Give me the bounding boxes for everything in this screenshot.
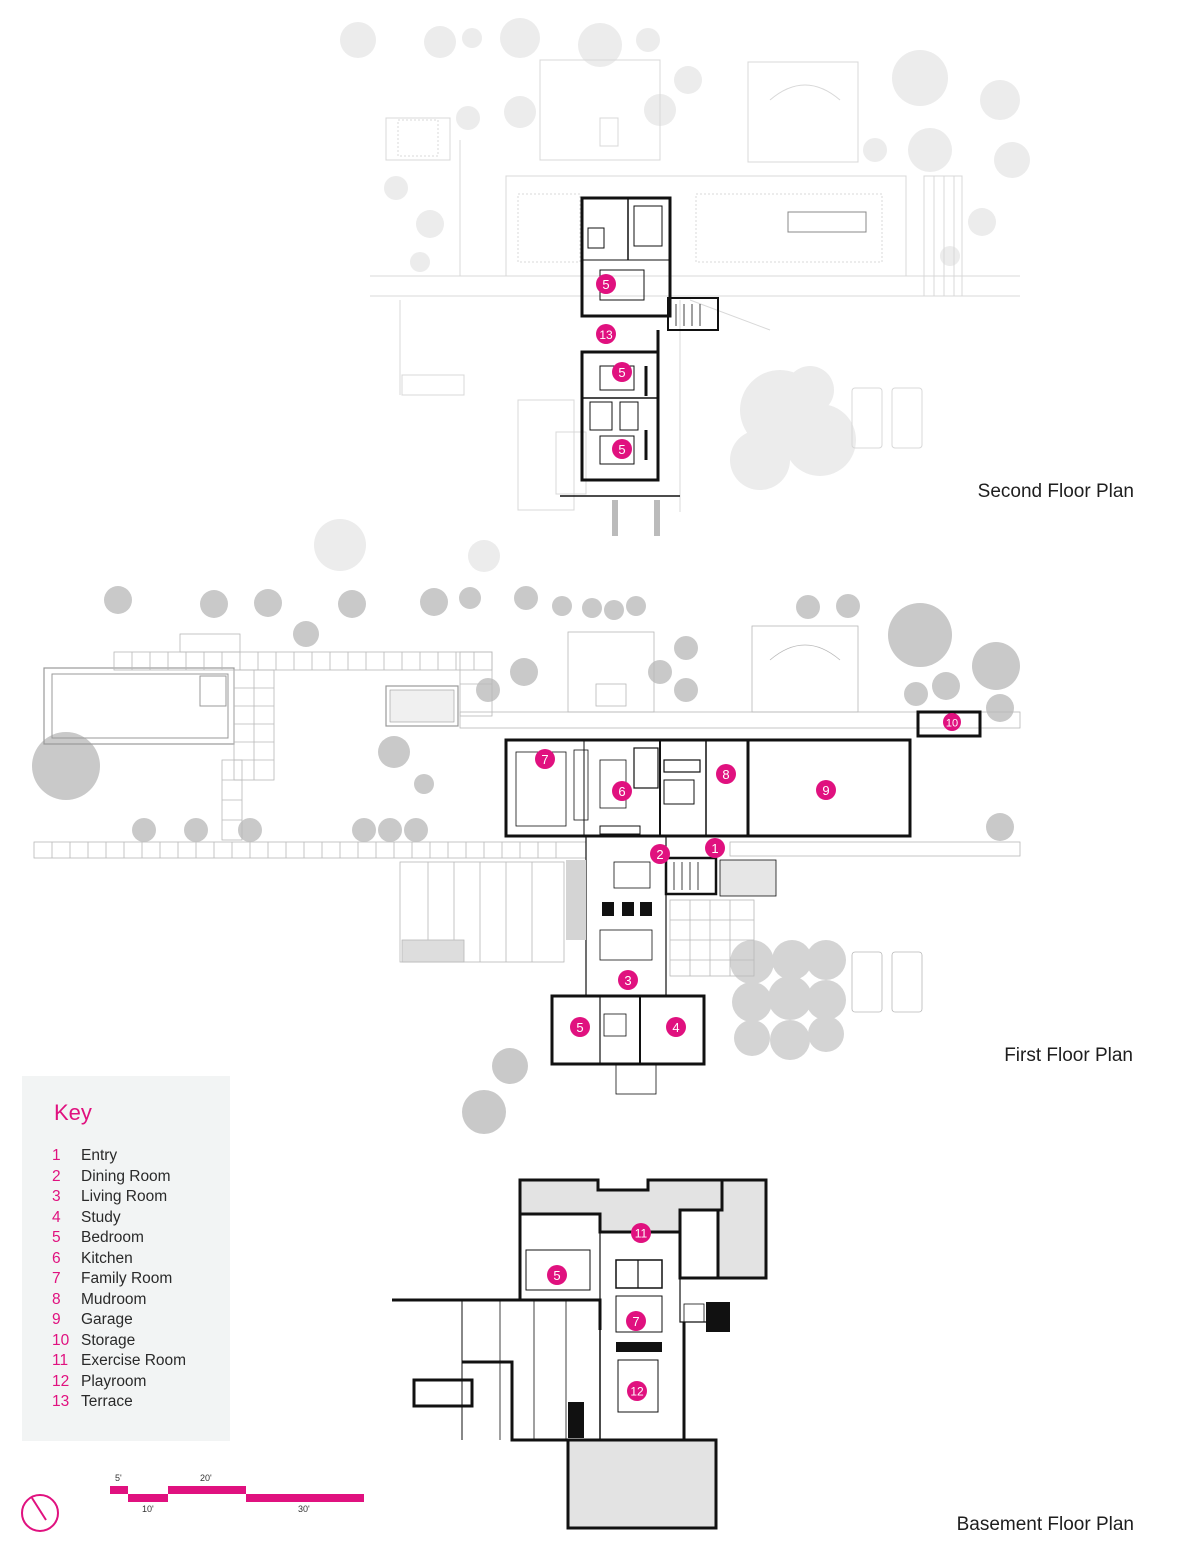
scale-label-5: 5' <box>115 1473 122 1483</box>
trees <box>32 586 1020 1134</box>
key-number: 4 <box>52 1208 61 1226</box>
key-label: Living Room <box>81 1188 168 1205</box>
key-item: 9 Garage <box>52 1310 186 1331</box>
tree-cluster <box>730 940 846 1060</box>
key-number: 13 <box>52 1393 70 1410</box>
first-floor-plan: 7 6 8 9 10 2 1 3 5 4 <box>32 586 1021 1134</box>
key-label: Storage <box>81 1331 136 1349</box>
marker: 5 <box>553 1268 560 1283</box>
key-number: 10 <box>52 1331 70 1349</box>
scale-label-10: 10' <box>142 1504 154 1514</box>
marker: 1 <box>711 841 718 856</box>
key-number: 6 <box>52 1249 61 1267</box>
site-lines <box>370 59 1020 512</box>
first-floor-plan-title: First Floor Plan <box>1004 1045 1133 1066</box>
key-item: 3 Living Room <box>52 1187 186 1208</box>
key-item: 2 Dining Room <box>52 1167 186 1188</box>
key-number: 7 <box>52 1270 61 1287</box>
key-number: 2 <box>52 1167 61 1185</box>
marker: 5 <box>602 277 609 292</box>
second-floor-plan-title: Second Floor Plan <box>977 481 1134 502</box>
scale-label-30: 30' <box>298 1504 310 1514</box>
key-label: Playroom <box>81 1372 147 1390</box>
key-title: Key <box>54 1100 92 1125</box>
marker: 5 <box>618 365 625 380</box>
key-label: Terrace <box>81 1393 133 1410</box>
key-number: 8 <box>52 1290 61 1308</box>
marker: 12 <box>630 1385 644 1399</box>
north-arrow-icon <box>21 1494 59 1532</box>
key-item: 4 Study <box>52 1208 186 1229</box>
key-label: Kitchen <box>81 1249 133 1267</box>
marker: 13 <box>599 328 613 342</box>
key-item: 7 Family Room <box>52 1269 186 1290</box>
basement-floor-plan-title: Basement Floor Plan <box>956 1514 1134 1535</box>
basement-building <box>392 1214 730 1442</box>
marker: 11 <box>635 1227 648 1241</box>
pool <box>43 667 459 745</box>
marker: 9 <box>822 783 829 798</box>
key-label: Study <box>81 1208 121 1226</box>
key-number: 5 <box>52 1229 61 1246</box>
key-item: 10 Storage <box>52 1331 186 1352</box>
key-number: 9 <box>52 1311 61 1328</box>
first-floor-building <box>504 710 982 1095</box>
key-label: Garage <box>81 1311 133 1328</box>
key-number: 12 <box>52 1372 70 1390</box>
marker: 3 <box>624 973 631 988</box>
key-number: 11 <box>52 1352 69 1369</box>
marker: 5 <box>576 1020 583 1035</box>
marker: 7 <box>541 752 548 767</box>
key-item: 1 Entry <box>52 1146 186 1167</box>
trees-faded <box>314 18 1030 572</box>
marker: 5 <box>618 442 625 457</box>
key-label: Exercise Room <box>81 1352 187 1369</box>
second-floor-plan: 5 13 5 5 <box>314 18 1030 572</box>
key-label: Family Room <box>81 1270 173 1287</box>
marker: 4 <box>672 1020 679 1035</box>
key-number: 3 <box>52 1188 61 1205</box>
basement-markers: 11 5 7 12 <box>547 1223 651 1401</box>
marker: 10 <box>946 718 958 730</box>
second-floor-markers: 5 13 5 5 <box>596 274 632 459</box>
key-label: Dining Room <box>81 1167 171 1185</box>
second-floor-building <box>560 196 719 536</box>
key-item: 6 Kitchen <box>52 1249 186 1270</box>
key-item: 8 Mudroom <box>52 1290 186 1311</box>
key-item: 5 Bedroom <box>52 1228 186 1249</box>
key-item: 12 Playroom <box>52 1372 186 1393</box>
key-label: Entry <box>81 1147 118 1164</box>
marker: 2 <box>656 847 663 862</box>
marker: 6 <box>618 784 625 799</box>
key-item: 11 Exercise Room <box>52 1351 186 1372</box>
key-number: 1 <box>52 1147 61 1164</box>
scale-bar <box>110 1486 364 1502</box>
key-item: 13 Terrace <box>52 1392 186 1413</box>
key-label: Mudroom <box>81 1290 147 1308</box>
marker: 7 <box>632 1314 639 1329</box>
basement-solid-areas <box>518 1178 768 1530</box>
marker: 8 <box>722 767 729 782</box>
first-floor-markers: 7 6 8 9 10 2 1 3 5 4 <box>535 713 961 1037</box>
basement-floor-plan: 11 5 7 12 <box>392 1178 768 1530</box>
pavers <box>33 625 1021 1013</box>
scale-label-20: 20' <box>200 1473 212 1483</box>
key-label: Bedroom <box>81 1229 144 1246</box>
